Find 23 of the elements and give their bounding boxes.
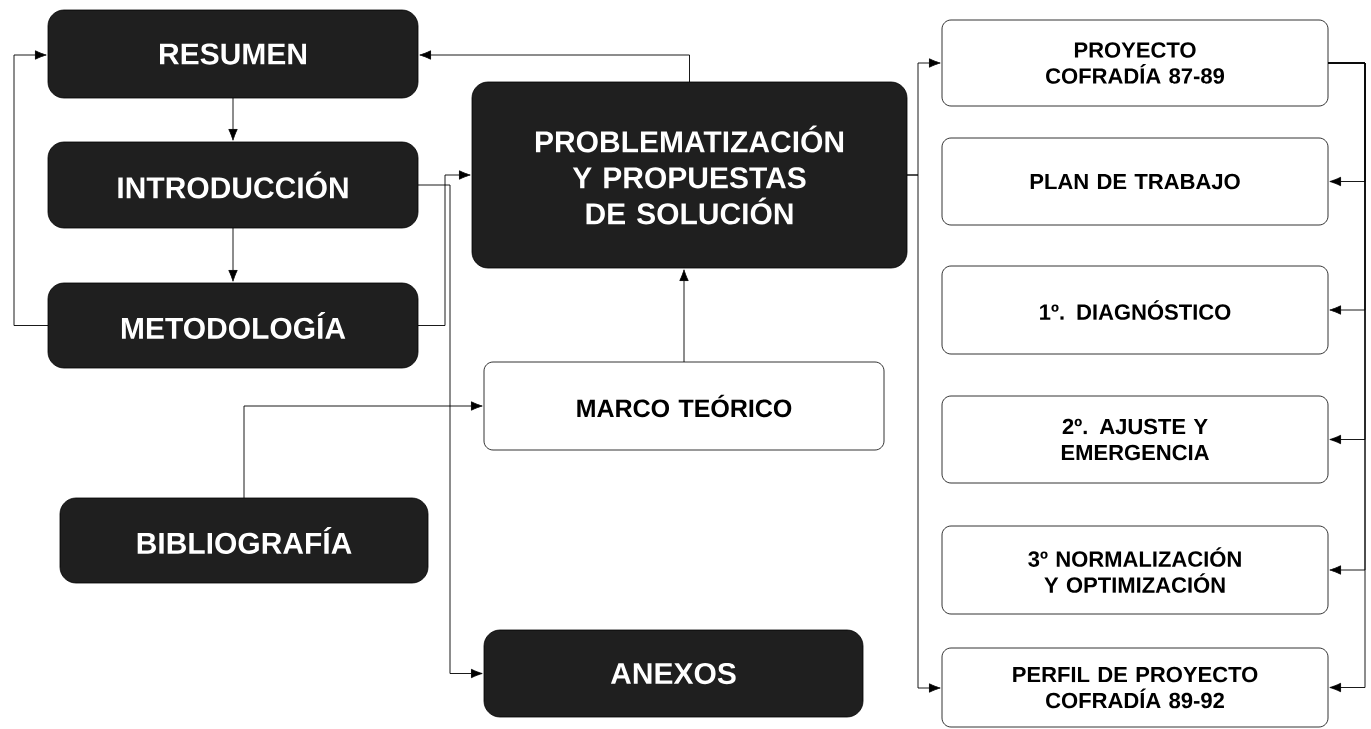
dark-box: BIBLIOGRAFÍA	[59, 497, 429, 584]
arrow	[1327, 62, 1366, 693]
arrow	[228, 227, 238, 282]
arrow	[419, 50, 690, 83]
process-box: 1º. DIAGNÓSTICO	[941, 265, 1329, 355]
arrow	[13, 50, 49, 326]
arrow	[243, 401, 483, 499]
dark-box: INTRODUCCIÓN	[47, 141, 419, 229]
process-box: 2º. AJUSTE Y EMERGENCIA	[941, 395, 1329, 484]
process-box: MARCO TEÓRICO	[483, 361, 885, 451]
dark-box: PROBLEMATIZACIÓN Y PROPUESTAS DE SOLUCIÓN	[471, 81, 908, 269]
dark-box: ANEXOS	[483, 629, 864, 718]
arrow	[417, 184, 483, 679]
dark-box: METODOLOGÍA	[47, 282, 419, 369]
process-box: PLAN DE TRABAJO	[941, 137, 1329, 226]
arrow	[228, 97, 238, 141]
arrow	[417, 170, 471, 326]
arrow	[906, 174, 941, 693]
process-box: PROYECTO COFRADÍA 87-89	[941, 19, 1329, 107]
process-box: PERFIL DE PROYECTO COFRADÍA 89-92	[941, 647, 1329, 728]
process-box: 3º NORMALIZACIÓN Y OPTIMIZACIÓN	[941, 525, 1329, 615]
dark-box: RESUMEN	[47, 9, 419, 99]
arrow	[679, 269, 689, 363]
